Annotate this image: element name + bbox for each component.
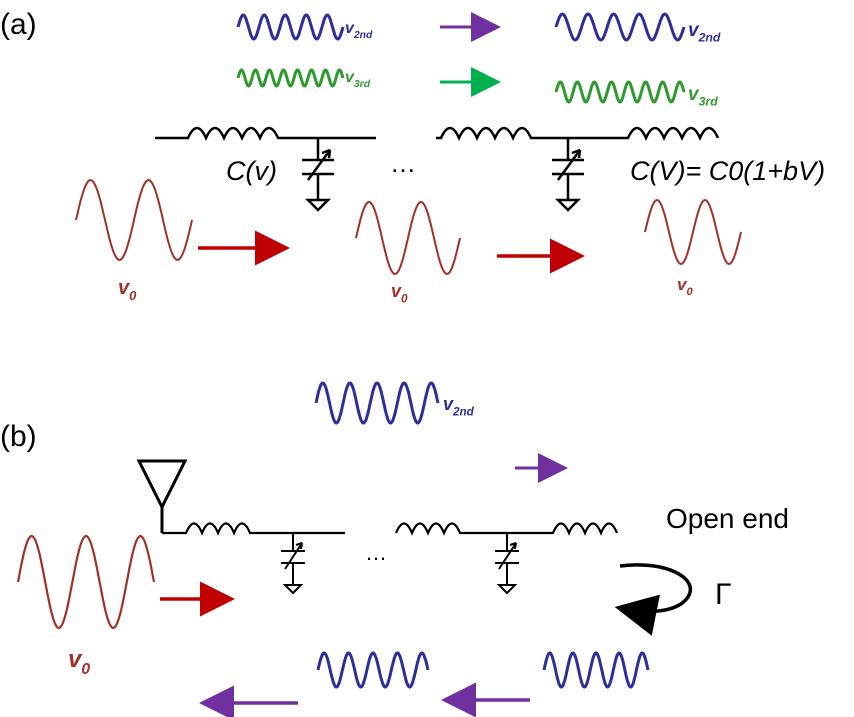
- third-harmonic-label-output: v3rd: [688, 84, 718, 109]
- transmission-line-a: [155, 126, 720, 142]
- fundamental-label-b: v0: [68, 646, 90, 678]
- varactor-b-1: [280, 532, 306, 594]
- capacitance-formula: C(V)= C0(1+bV): [630, 156, 825, 186]
- transmission-line-b: [162, 522, 619, 536]
- third-harmonic-label-input: v3rd: [345, 69, 371, 90]
- reflected-second-harmonic-wave-1: [316, 651, 430, 689]
- second-harmonic-wave-input: [236, 13, 345, 41]
- second-harmonic-wave-top: [314, 381, 440, 425]
- capacitance-label: C(v): [226, 156, 277, 186]
- third-harmonic-wave-output: [554, 80, 686, 104]
- second-harmonic-wave-output: [554, 12, 686, 42]
- varactor-a-2: [550, 136, 586, 212]
- fundamental-label-input: v0: [118, 277, 137, 303]
- panel-a-label: (a): [0, 8, 37, 41]
- ellipsis-a: …: [390, 148, 416, 178]
- panel-a: (a) v2nd v2nd v3rd v3rd C(v) … C(V)= C0(…: [0, 8, 825, 305]
- open-end-label: Open end: [666, 503, 789, 534]
- fundamental-wave-b: [16, 534, 156, 630]
- reflected-second-harmonic-wave-2: [542, 651, 650, 689]
- second-harmonic-label-output: v2nd: [688, 20, 721, 45]
- second-harmonic-label-input: v2nd: [345, 20, 373, 41]
- fundamental-label-output: v0: [677, 275, 693, 298]
- panel-b-label: (b): [0, 420, 37, 453]
- fundamental-wave-input: [75, 178, 193, 262]
- fundamental-label-middle: v0: [391, 281, 408, 305]
- ellipsis-b: …: [365, 540, 387, 565]
- antenna-icon: [136, 459, 188, 533]
- second-harmonic-label-b: v2nd: [443, 394, 475, 418]
- fundamental-wave-middle: [355, 200, 461, 276]
- third-harmonic-wave-input: [236, 68, 345, 88]
- reflection-coefficient-label: Γ: [715, 578, 732, 611]
- varactor-b-2: [494, 532, 520, 594]
- fundamental-wave-output: [644, 198, 742, 266]
- reflection-arrow: [614, 563, 692, 636]
- varactor-a-1: [300, 136, 336, 212]
- panel-b: (b) v2nd … Open end Γ v0: [0, 381, 789, 717]
